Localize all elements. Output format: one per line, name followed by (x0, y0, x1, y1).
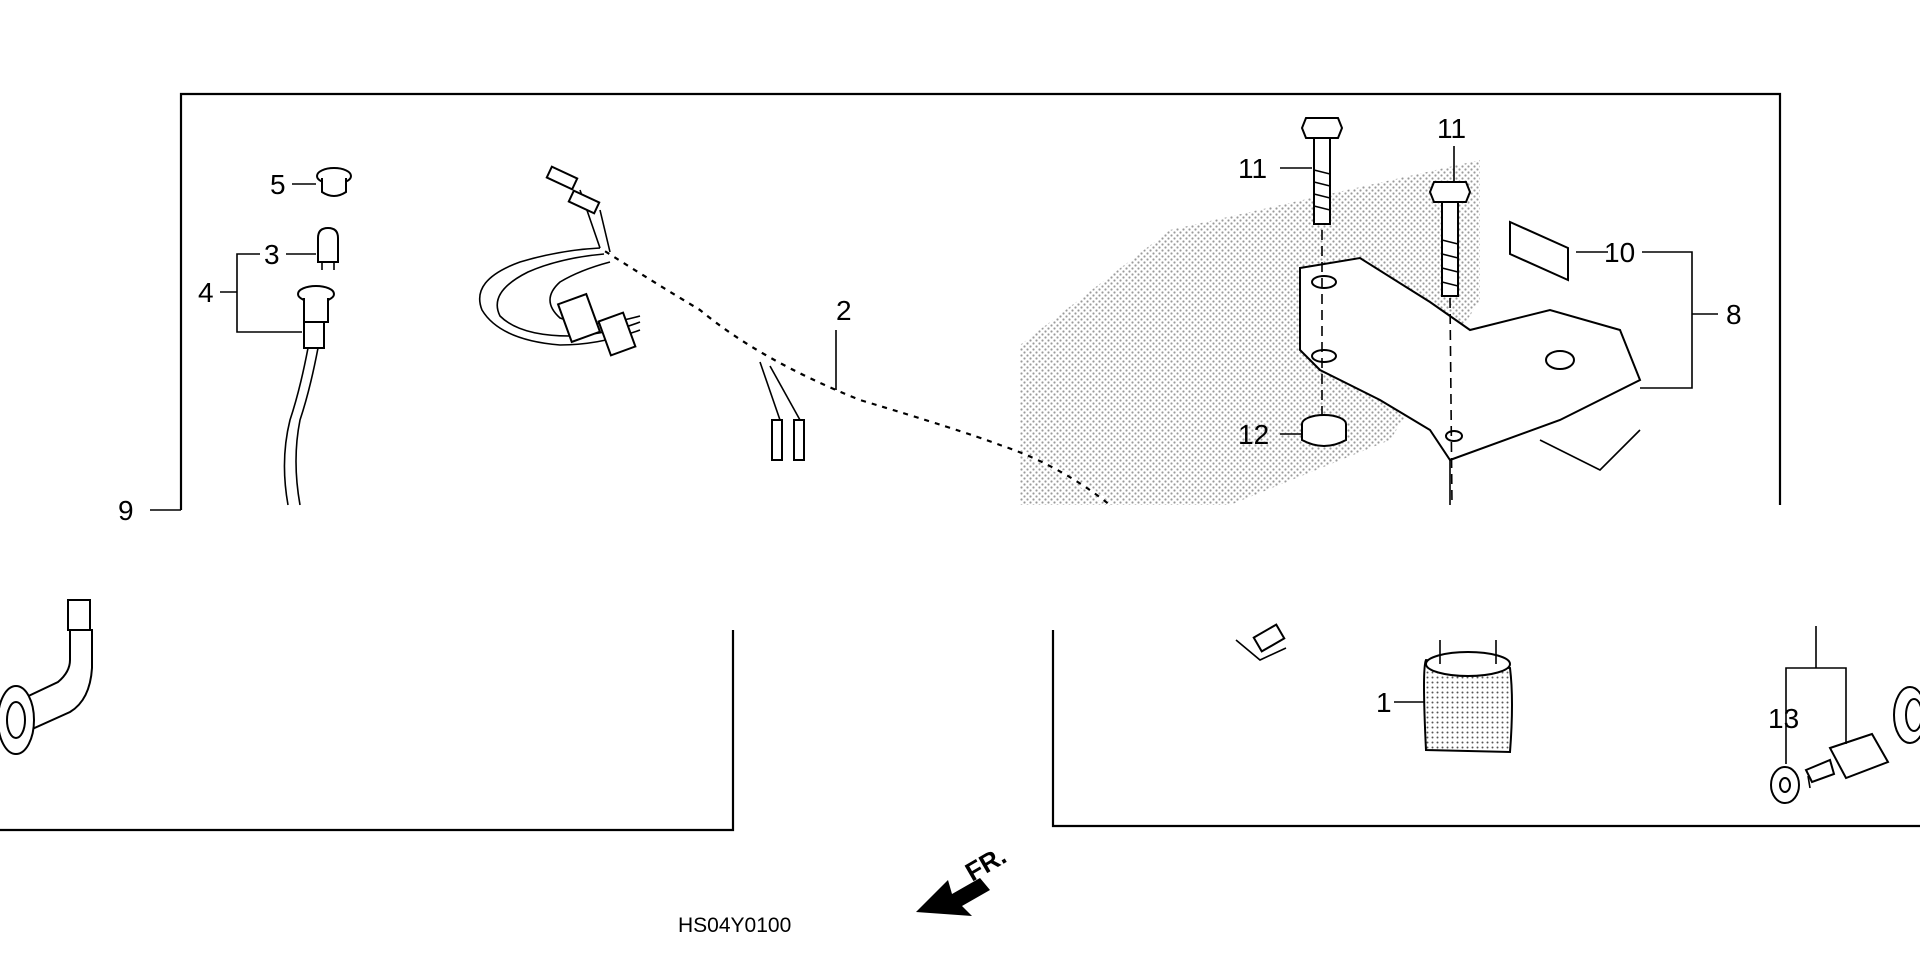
terminal-connector-part (1235, 623, 1287, 661)
nut-part (1301, 414, 1347, 447)
assembly-frame (0, 92, 1920, 832)
bulb-part (317, 226, 339, 270)
wire-harness-part (478, 165, 1112, 508)
callout-8: 8 (1726, 299, 1742, 330)
elbow-boot-part (0, 599, 93, 755)
bolt-part-right (1428, 181, 1472, 297)
callout-5: 5 (270, 169, 286, 200)
label-sticker-part (1509, 220, 1569, 282)
callout-4: 4 (198, 277, 214, 308)
grommet-part-right (1893, 686, 1920, 744)
bolt-part-left (1300, 117, 1344, 225)
cover-boot-part (1423, 640, 1513, 754)
bolt-axis-lines (1321, 230, 1453, 506)
callout-13: 13 (1768, 703, 1799, 734)
callout-11-left: 11 (1238, 153, 1267, 184)
cap-plug-part (316, 167, 352, 197)
callout-12: 12 (1238, 419, 1269, 450)
callout-10: 10 (1604, 237, 1635, 268)
shaded-area (1020, 160, 1480, 505)
callout-1: 1 (1376, 687, 1392, 718)
callout-11-right: 11 (1437, 113, 1466, 144)
front-direction-arrow: FR. (916, 840, 1011, 916)
leader-lines (150, 146, 1847, 764)
socket-wire-part (283, 285, 335, 506)
drawing-code: HS04Y0100 (678, 914, 791, 937)
sensor-washer-part (1770, 732, 1890, 804)
callout-9: 9 (118, 495, 134, 526)
callout-2: 2 (836, 295, 852, 326)
callout-3: 3 (264, 239, 280, 270)
direction-label: FR. (960, 840, 1011, 887)
bracket-part (1299, 256, 1642, 505)
